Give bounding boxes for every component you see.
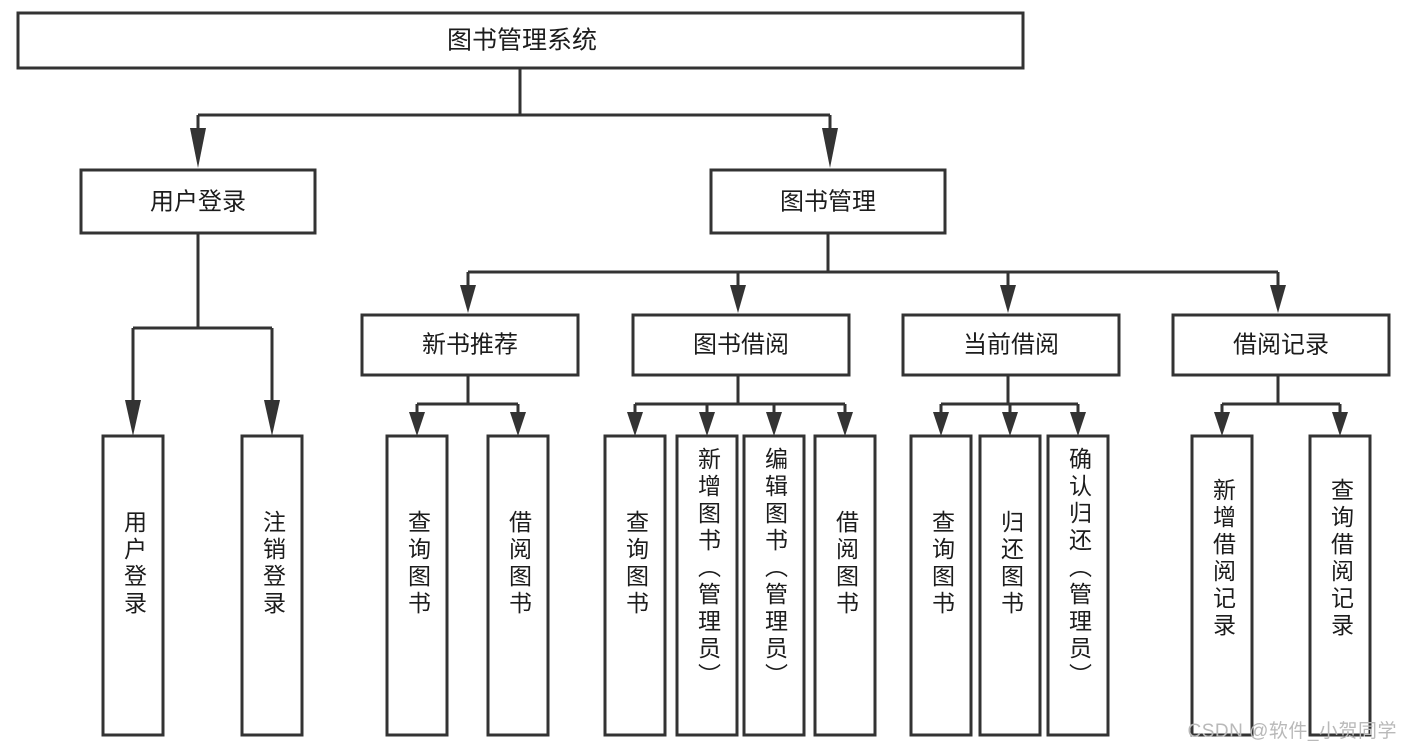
arrow-icon-bookborrow-2	[699, 412, 715, 436]
node-root-label: 图书管理系统	[447, 27, 597, 55]
arrow-icon-newbook-1	[409, 412, 425, 436]
leaf-box-new-book-0[interactable]	[385, 434, 449, 737]
leaf-box-new-book-1[interactable]	[486, 434, 550, 737]
arrow-icon-newbook-2	[510, 412, 526, 436]
leaf-box-user-login-1[interactable]	[240, 434, 304, 737]
node-root-box[interactable]	[16, 11, 1025, 70]
leaf-box-current-borrow-1[interactable]	[978, 434, 1042, 737]
connector-group-current-borrow	[933, 375, 1086, 436]
node-book-borrow-box[interactable]	[631, 313, 851, 377]
connector-group-book-borrow	[627, 375, 853, 436]
arrow-icon-bookmanage-2	[730, 285, 746, 313]
arrow-icon-borrowrecord-2	[1332, 412, 1348, 436]
leaf-box-current-borrow-0[interactable]	[909, 434, 973, 737]
leaf-box-book-borrow-2[interactable]	[742, 434, 806, 737]
node-book-borrow-label: 图书借阅	[693, 331, 789, 358]
arrow-icon-bookmanage-1	[460, 285, 476, 313]
arrow-icon-root-1	[190, 128, 206, 168]
connector-group-borrow-record	[1214, 375, 1348, 436]
node-new-book-label: 新书推荐	[422, 331, 518, 358]
node-current-borrow-box[interactable]	[901, 313, 1121, 377]
arrow-icon-bookmanage-4	[1270, 285, 1286, 313]
arrow-icon-borrowrecord-1	[1214, 412, 1230, 436]
leaf-box-user-login-0[interactable]	[101, 434, 165, 737]
node-user-login-box[interactable]	[79, 168, 317, 235]
connector-group-root	[190, 68, 838, 168]
leaf-box-current-borrow-2[interactable]	[1046, 434, 1110, 737]
arrow-icon-currentborrow-3	[1070, 412, 1086, 436]
arrow-icon-root-2	[822, 128, 838, 168]
connector-group-new-book	[409, 375, 526, 436]
arrow-icon-userlogin-2	[264, 400, 280, 436]
node-user-login-label: 用户登录	[150, 188, 246, 215]
leaf-box-borrow-record-1[interactable]	[1308, 434, 1372, 737]
node-current-borrow-label: 当前借阅	[963, 331, 1059, 358]
leaf-box-book-borrow-3[interactable]	[813, 434, 877, 737]
watermark-text: CSDN @软件_小贺同学	[1187, 721, 1397, 742]
leaf-box-borrow-record-0[interactable]	[1190, 434, 1254, 737]
node-new-book-box[interactable]	[360, 313, 580, 377]
node-book-manage-label: 图书管理	[780, 188, 876, 215]
arrow-icon-bookborrow-3	[766, 412, 782, 436]
node-borrow-record-box[interactable]	[1171, 313, 1391, 377]
leaf-box-book-borrow-0[interactable]	[603, 434, 667, 737]
arrow-icon-bookborrow-1	[627, 412, 643, 436]
arrow-icon-bookmanage-3	[1000, 285, 1016, 313]
arrow-icon-userlogin-1	[125, 400, 141, 436]
node-borrow-record-label: 借阅记录	[1233, 331, 1329, 358]
arrow-icon-currentborrow-1	[933, 412, 949, 436]
connector-group-book-manage	[460, 233, 1286, 313]
node-book-manage-box[interactable]	[709, 168, 947, 235]
leaf-box-book-borrow-1[interactable]	[675, 434, 739, 737]
connector-group-user-login	[125, 233, 280, 436]
arrow-icon-currentborrow-2	[1002, 412, 1018, 436]
arrow-icon-bookborrow-4	[837, 412, 853, 436]
